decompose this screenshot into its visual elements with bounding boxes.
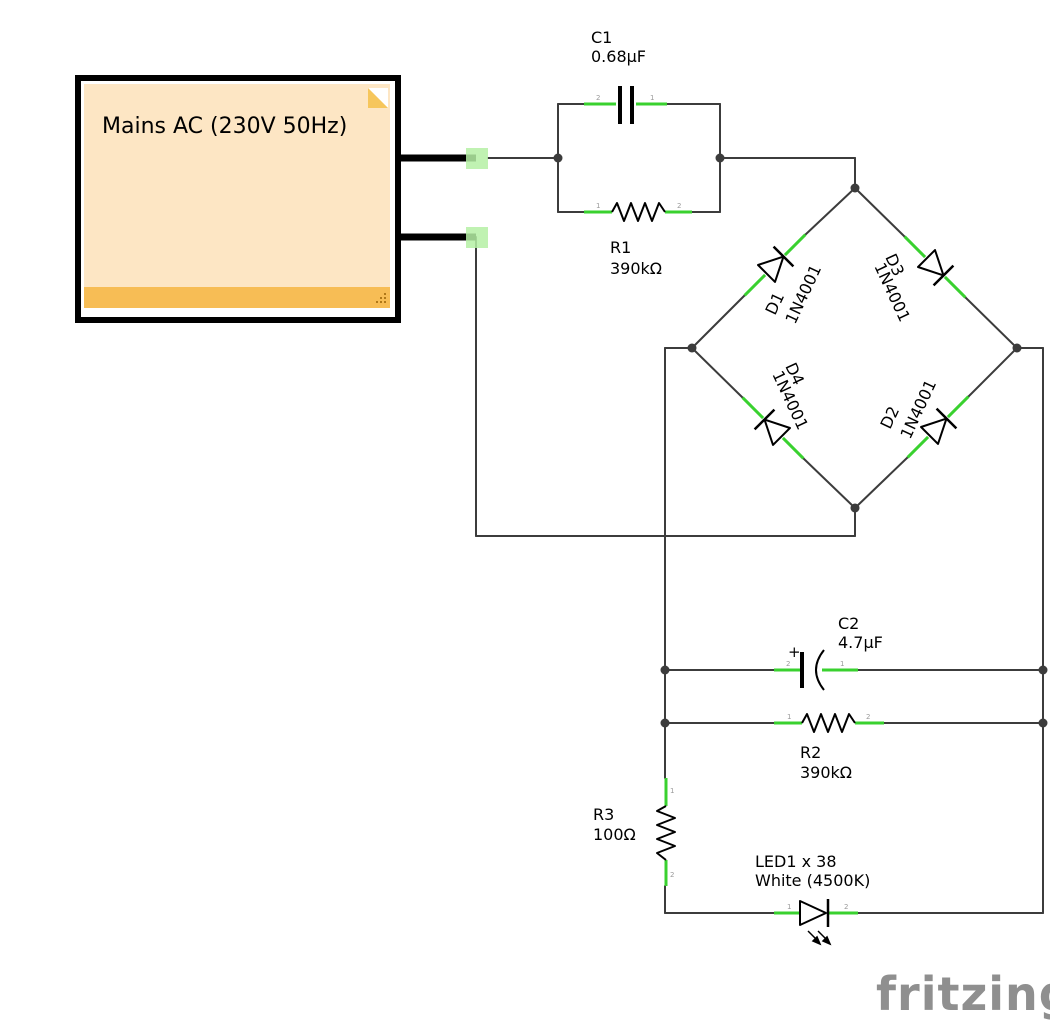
capacitor-c2[interactable]: + 2 1 C2 4.7µF (774, 614, 883, 691)
led-led1[interactable]: 1 2 LED1 x 38 White (4500K) (755, 852, 870, 946)
junction-dot-8[interactable] (1038, 665, 1048, 675)
junction-dot-7[interactable] (660, 665, 670, 675)
note-footer-band (84, 287, 390, 308)
wires (475, 103, 1044, 914)
svg-text:1: 1 (596, 202, 600, 210)
svg-text:1: 1 (670, 787, 674, 795)
svg-text:2: 2 (866, 713, 870, 721)
c2-value: 4.7µF (838, 633, 883, 652)
c2-polarity: + (788, 643, 801, 661)
wire-16[interactable] (854, 456, 909, 509)
r2-ref: R2 (800, 743, 821, 762)
junctions (553, 153, 1048, 728)
resistor-r1[interactable]: 1 2 R1 390kΩ (584, 202, 692, 278)
wire-15[interactable] (802, 457, 856, 509)
junction-dot-6[interactable] (850, 503, 860, 513)
d1-value: 1N4001 (781, 262, 825, 327)
r1-value: 390kΩ (610, 259, 662, 278)
wire-10[interactable] (804, 187, 856, 236)
resistor-r2[interactable]: 1 2 R2 390kΩ (774, 713, 884, 782)
wire-11[interactable] (691, 294, 746, 349)
d2-value: 1N4001 (896, 377, 940, 442)
diode-d2[interactable]: D2 1N4001 (876, 377, 978, 468)
svg-text:1: 1 (840, 660, 844, 668)
r3-ref: R3 (593, 805, 614, 824)
wire-17[interactable] (967, 347, 1018, 398)
c2-ref: C2 (838, 614, 859, 633)
diode-d1[interactable]: D1 1N4001 (735, 225, 826, 327)
svg-text:2: 2 (844, 903, 848, 911)
capacitor-c1[interactable]: 2 1 C1 0.68µF (584, 28, 667, 124)
wire-14[interactable] (691, 347, 744, 399)
junction-dot-10[interactable] (1038, 718, 1048, 728)
note-fold-icon (368, 88, 388, 108)
svg-text:2: 2 (677, 202, 681, 210)
svg-text:2: 2 (670, 871, 674, 879)
junction-dot-9[interactable] (660, 718, 670, 728)
resize-grip-icon[interactable] (376, 293, 386, 303)
diode-d3[interactable]: D3 1N4001 (870, 227, 975, 325)
mains-connector-1[interactable] (466, 148, 488, 169)
mains-ac-block[interactable]: Mains AC (230V 50Hz) (75, 75, 488, 323)
junction-dot-5[interactable] (1012, 343, 1022, 353)
wire-12[interactable] (854, 187, 906, 238)
junction-dot-4[interactable] (687, 343, 697, 353)
wire-13[interactable] (964, 296, 1018, 349)
resistor-r3[interactable]: 1 2 R3 100Ω (593, 778, 676, 886)
c1-ref: C1 (591, 28, 612, 47)
junction-dot-3[interactable] (850, 183, 860, 193)
led1-value: White (4500K) (755, 871, 870, 890)
led1-ref: LED1 x 38 (755, 852, 837, 871)
note-title: Mains AC (230V 50Hz) (102, 114, 347, 139)
r2-value: 390kΩ (800, 763, 852, 782)
mains-connector-2[interactable] (466, 227, 488, 248)
svg-text:1: 1 (787, 903, 791, 911)
light-emission-icon (807, 930, 832, 946)
c1-value: 0.68µF (591, 47, 646, 66)
note-body (84, 84, 390, 308)
svg-text:2: 2 (786, 660, 790, 668)
junction-dot-1[interactable] (553, 153, 563, 163)
svg-text:1: 1 (650, 94, 654, 102)
junction-dot-2[interactable] (715, 153, 725, 163)
svg-text:1: 1 (787, 713, 791, 721)
fritzing-logo: fritzing (876, 967, 1050, 1020)
diode-d4[interactable]: D4 1N4001 (733, 360, 814, 469)
svg-text:2: 2 (596, 94, 600, 102)
r3-value: 100Ω (593, 825, 636, 844)
r1-ref: R1 (610, 238, 631, 257)
